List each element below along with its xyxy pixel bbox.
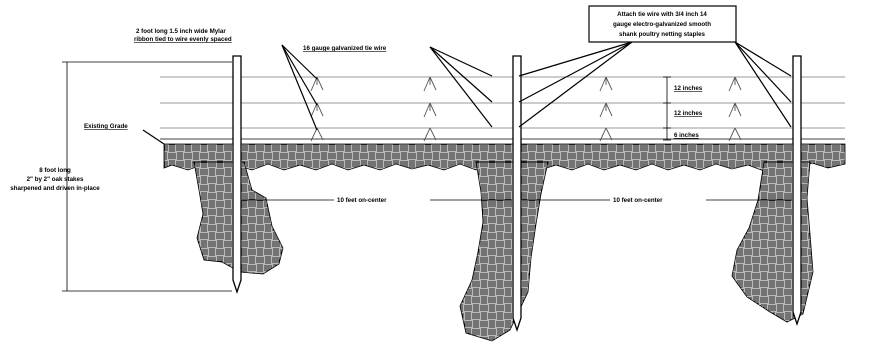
wire-spacing-dimensions: [663, 76, 671, 141]
ribbon-label-line1: 2 foot long 1.5 inch wide Mylar: [136, 28, 226, 35]
soil-pocket-middle: [459, 161, 549, 342]
stake-dimension: [62, 61, 232, 292]
mylar-ribbon-icon: [310, 127, 324, 142]
mylar-ribbon-icon: [423, 127, 437, 142]
stake-left: [232, 55, 242, 295]
existing-grade-label: Existing Grade: [84, 123, 128, 130]
spacing-label-left: 10 feet on-center: [337, 197, 387, 204]
mylar-ribbon-icon: [599, 76, 613, 92]
stake-label-line3: sharpened and driven in-place: [10, 185, 100, 192]
labels: 2 foot long 1.5 inch wide Mylar ribbon t…: [10, 11, 711, 204]
mylar-ribbon-icon: [423, 102, 437, 118]
stakes: [232, 55, 802, 333]
mylar-ribbon-icon: [310, 76, 324, 92]
stake-middle: [512, 55, 522, 333]
mylar-ribbon-icon: [599, 102, 613, 118]
ribbon-label-line2: ribbon tied to wire evenly spaced: [134, 36, 232, 43]
attach-label-line2: gauge electro-galvanized smooth: [613, 21, 711, 28]
tie-wire-label: 16 gauge galvanized tie wire: [303, 45, 387, 52]
soil-section: [163, 143, 846, 342]
mylar-ribbon-icon: [728, 76, 742, 92]
leader-lines: [142, 41, 792, 145]
attach-label-line3: shank poultry netting staples: [619, 31, 706, 38]
attach-label-line1: Attach tie wire with 3/4 inch 14: [617, 11, 707, 18]
stake-right: [792, 55, 802, 327]
stake-label-line1: 8 foot long: [39, 167, 71, 174]
stake-label-line2: 2" by 2" oak stakes: [27, 176, 84, 183]
dimension-label-top: 12 inches: [674, 85, 703, 92]
mylar-ribbon-icon: [310, 102, 324, 118]
mylar-ribbon-icon: [599, 127, 613, 142]
mylar-ribbon-icon: [728, 127, 742, 142]
tie-wires: [160, 76, 845, 140]
mylar-ribbon-icon: [728, 102, 742, 118]
spacing-label-right: 10 feet on-center: [613, 197, 663, 204]
dimension-label-bottom: 6 inches: [674, 132, 699, 139]
mylar-ribbon-icon: [423, 76, 437, 92]
dimension-label-middle: 12 inches: [674, 110, 703, 117]
attach-note-box: [588, 5, 737, 43]
